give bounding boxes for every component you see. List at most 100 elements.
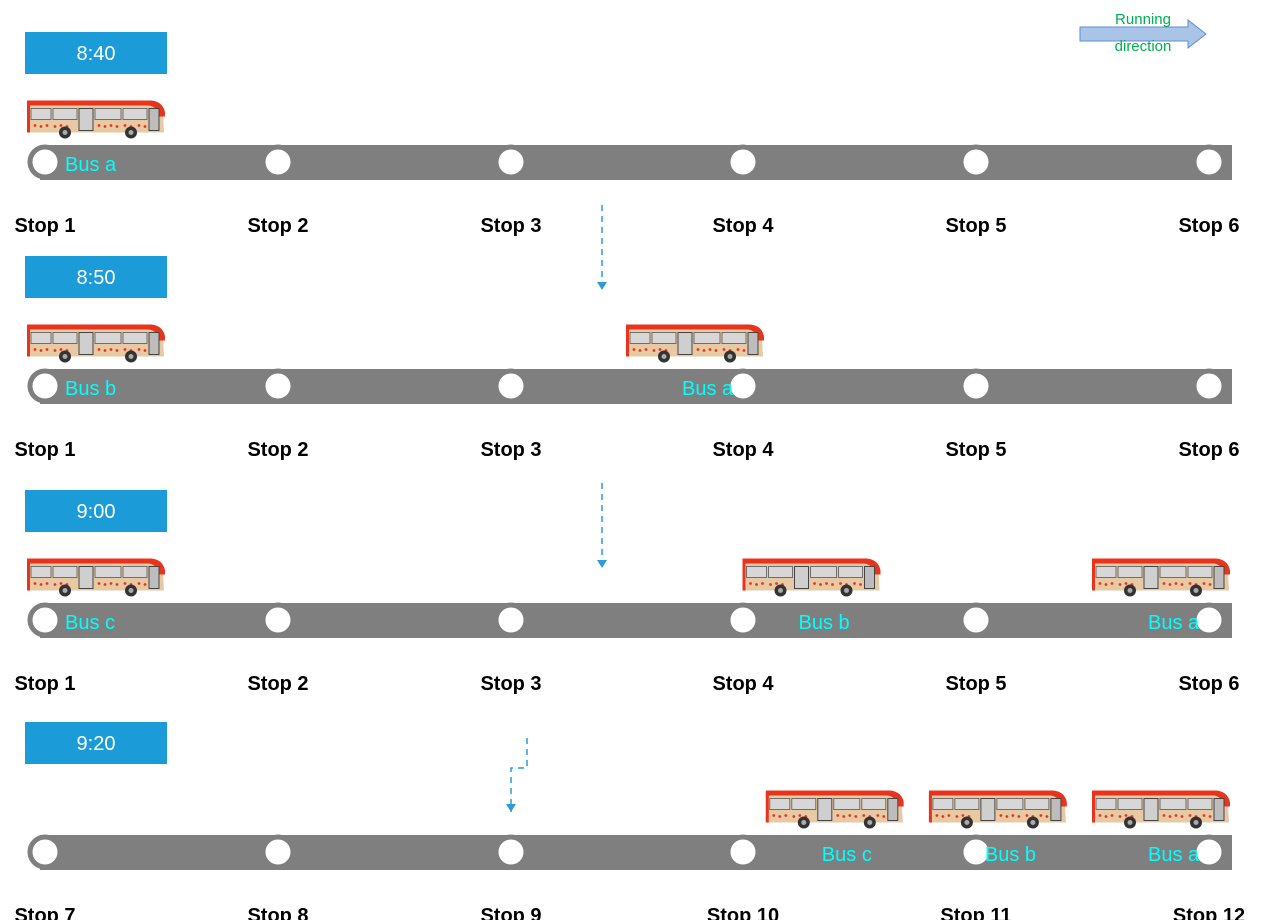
- bus-icon: [26, 99, 165, 140]
- running-direction-legend: Running direction: [1079, 11, 1207, 55]
- stop-marker: [493, 368, 529, 404]
- stop-label: Stop 1: [14, 215, 75, 237]
- time-box: 9:00: [25, 490, 167, 532]
- bus: Bus c: [765, 789, 904, 866]
- stop-label: Stop 1: [14, 439, 75, 461]
- bus-label: Bus c: [65, 612, 115, 634]
- stop-marker: [1191, 834, 1227, 870]
- bus-label: Bus a: [1148, 844, 1200, 866]
- stop-marker: [725, 834, 761, 870]
- stop-label: Stop 10: [707, 905, 779, 920]
- stop-label: Stop 4: [712, 439, 774, 461]
- transition-arrows: [506, 205, 607, 812]
- stop-label: Stop 5: [945, 439, 1006, 461]
- stop-marker: [1191, 144, 1227, 180]
- legend-label-line1: Running: [1115, 11, 1171, 28]
- bus: Bus a: [625, 323, 764, 400]
- legend-label-line2: direction: [1115, 38, 1172, 55]
- stop-marker: [725, 368, 761, 404]
- bus-icon: [625, 323, 764, 364]
- stop-marker: [493, 834, 529, 870]
- bus-icon: [1091, 557, 1230, 598]
- stop-label: Stop 3: [480, 439, 541, 461]
- stop-label: Stop 6: [1178, 439, 1239, 461]
- bus-label: Bus b: [65, 378, 116, 400]
- stop-marker: [27, 834, 63, 870]
- time-box: 8:50: [25, 256, 167, 298]
- bus: Bus b: [741, 557, 881, 634]
- time-box: 9:20: [25, 722, 167, 764]
- time-label: 8:40: [77, 43, 116, 65]
- stop-label: Stop 12: [1173, 905, 1245, 920]
- stop-label: Stop 6: [1178, 673, 1239, 695]
- bus-icon: [1091, 789, 1230, 830]
- stop-marker: [260, 368, 296, 404]
- bus-label: Bus b: [799, 612, 850, 634]
- stop-marker: [260, 834, 296, 870]
- stop-marker: [958, 602, 994, 638]
- stop-marker: [493, 602, 529, 638]
- stop-label: Stop 8: [247, 905, 308, 920]
- route-track: [40, 369, 1232, 404]
- transition-arrow-3: [506, 738, 528, 812]
- stop-marker: [958, 144, 994, 180]
- bus-icon: [928, 789, 1067, 830]
- stop-label: Stop 7: [14, 905, 75, 920]
- stop-marker: [260, 602, 296, 638]
- stop-marker: [493, 144, 529, 180]
- time-label: 8:50: [77, 267, 116, 289]
- bus-icon: [765, 789, 904, 830]
- stop-label: Stop 6: [1178, 215, 1239, 237]
- stop-label: Stop 4: [712, 673, 774, 695]
- transition-arrow-2: [597, 483, 607, 568]
- bus-icon: [26, 323, 165, 364]
- stop-label: Stop 1: [14, 673, 75, 695]
- route-track: [40, 835, 1232, 870]
- bus-label: Bus a: [1148, 612, 1200, 634]
- stop-label: Stop 2: [247, 439, 308, 461]
- time-box: 8:40: [25, 32, 167, 74]
- stop-label: Stop 3: [480, 673, 541, 695]
- time-box-background: [25, 256, 167, 298]
- stop-label: Stop 3: [480, 215, 541, 237]
- time-label: 9:00: [77, 501, 116, 523]
- stop-marker: [958, 368, 994, 404]
- stop-marker: [27, 602, 63, 638]
- stop-label: Stop 4: [712, 215, 774, 237]
- bus-label: Bus b: [985, 844, 1036, 866]
- direction-arrow-icon: [1079, 18, 1207, 50]
- stop-label: Stop 5: [945, 215, 1006, 237]
- route-track: [40, 145, 1232, 180]
- stop-label: Stop 11: [940, 905, 1011, 920]
- bus-label: Bus a: [682, 378, 734, 400]
- time-box-background: [25, 722, 167, 764]
- bus: Bus b: [26, 323, 165, 400]
- bus-icon: [741, 557, 881, 598]
- stop-marker: [725, 144, 761, 180]
- bus-label: Bus c: [822, 844, 872, 866]
- stop-marker: [260, 144, 296, 180]
- bus: Bus b: [928, 789, 1067, 866]
- bus: Bus a: [1091, 789, 1230, 866]
- stop-marker: [725, 602, 761, 638]
- arrow-head-icon: [597, 282, 607, 290]
- stop-label: Stop 2: [247, 215, 308, 237]
- stop-marker: [27, 368, 63, 404]
- time-box-background: [25, 32, 167, 74]
- bus-label: Bus a: [65, 154, 117, 176]
- arrow-head-icon: [597, 560, 607, 568]
- stop-marker: [958, 834, 994, 870]
- stop-marker: [1191, 602, 1227, 638]
- route-track: [40, 603, 1232, 638]
- bus: Bus a: [26, 99, 165, 176]
- arrow-head-icon: [506, 804, 516, 812]
- bus: Bus a: [1091, 557, 1230, 634]
- stop-marker: [1191, 368, 1227, 404]
- stop-marker: [27, 144, 63, 180]
